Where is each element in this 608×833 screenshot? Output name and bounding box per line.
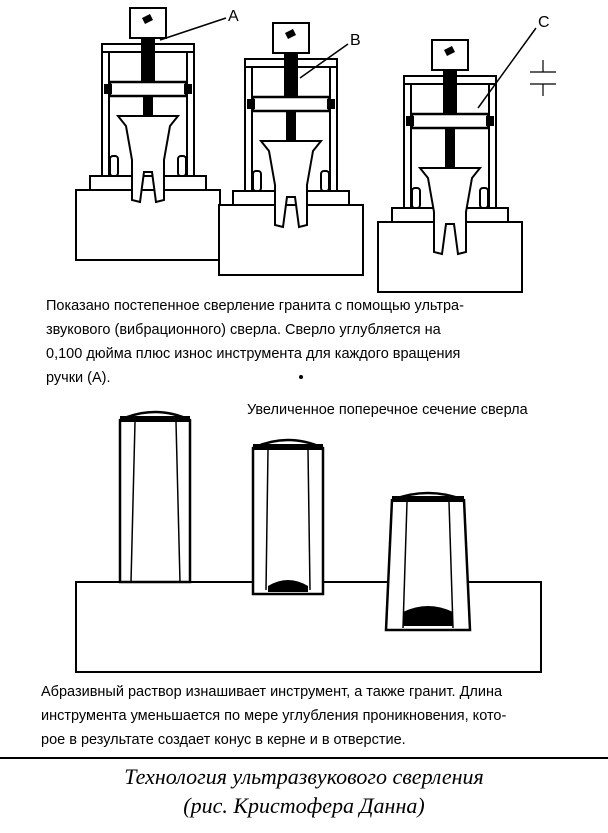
divider-rule: [0, 757, 608, 759]
drill-rig-2: [217, 21, 365, 277]
caption-bottom-line: Абразивный раствор изнашивает инструмент…: [41, 684, 503, 700]
caption-bottom-line: инструмента уменьшается по мере углублен…: [41, 708, 507, 724]
caption-top: Показано постепенное сверление гранита с…: [46, 294, 464, 390]
callout-b: B: [350, 32, 361, 49]
credit-author: (рис. Кристофера Данна): [183, 793, 425, 818]
leader-b: [299, 43, 349, 79]
caption-top-line: Показано постепенное сверление гранита с…: [46, 298, 464, 314]
section-bit-1: [118, 410, 192, 584]
caption-top-line: звукового (вибрационного) сверла. Сверло…: [46, 322, 441, 338]
drill-rig-1: [74, 6, 222, 262]
caption-bottom-line: рое в результате создает конус в керне и…: [41, 732, 406, 748]
section-bit-2: [251, 438, 325, 596]
drill-rig-3: [376, 38, 524, 294]
caption-top-line: ручки (A).: [46, 370, 111, 386]
section-bit-3: [384, 491, 472, 632]
enlarged-cross-section: [75, 410, 542, 673]
caption-top-line: 0,100 дюйма плюс износ инструмента для к…: [46, 346, 461, 362]
callout-a: A: [228, 8, 239, 25]
callout-c: C: [538, 14, 550, 31]
credit-title: Технология ультразвукового сверления: [124, 764, 484, 789]
leader-a: [159, 17, 227, 41]
leader-c: [477, 27, 537, 109]
caption-bottom: Абразивный раствор изнашивает инструмент…: [41, 680, 506, 752]
section-title: Увеличенное поперечное сечение сверла: [247, 402, 528, 418]
